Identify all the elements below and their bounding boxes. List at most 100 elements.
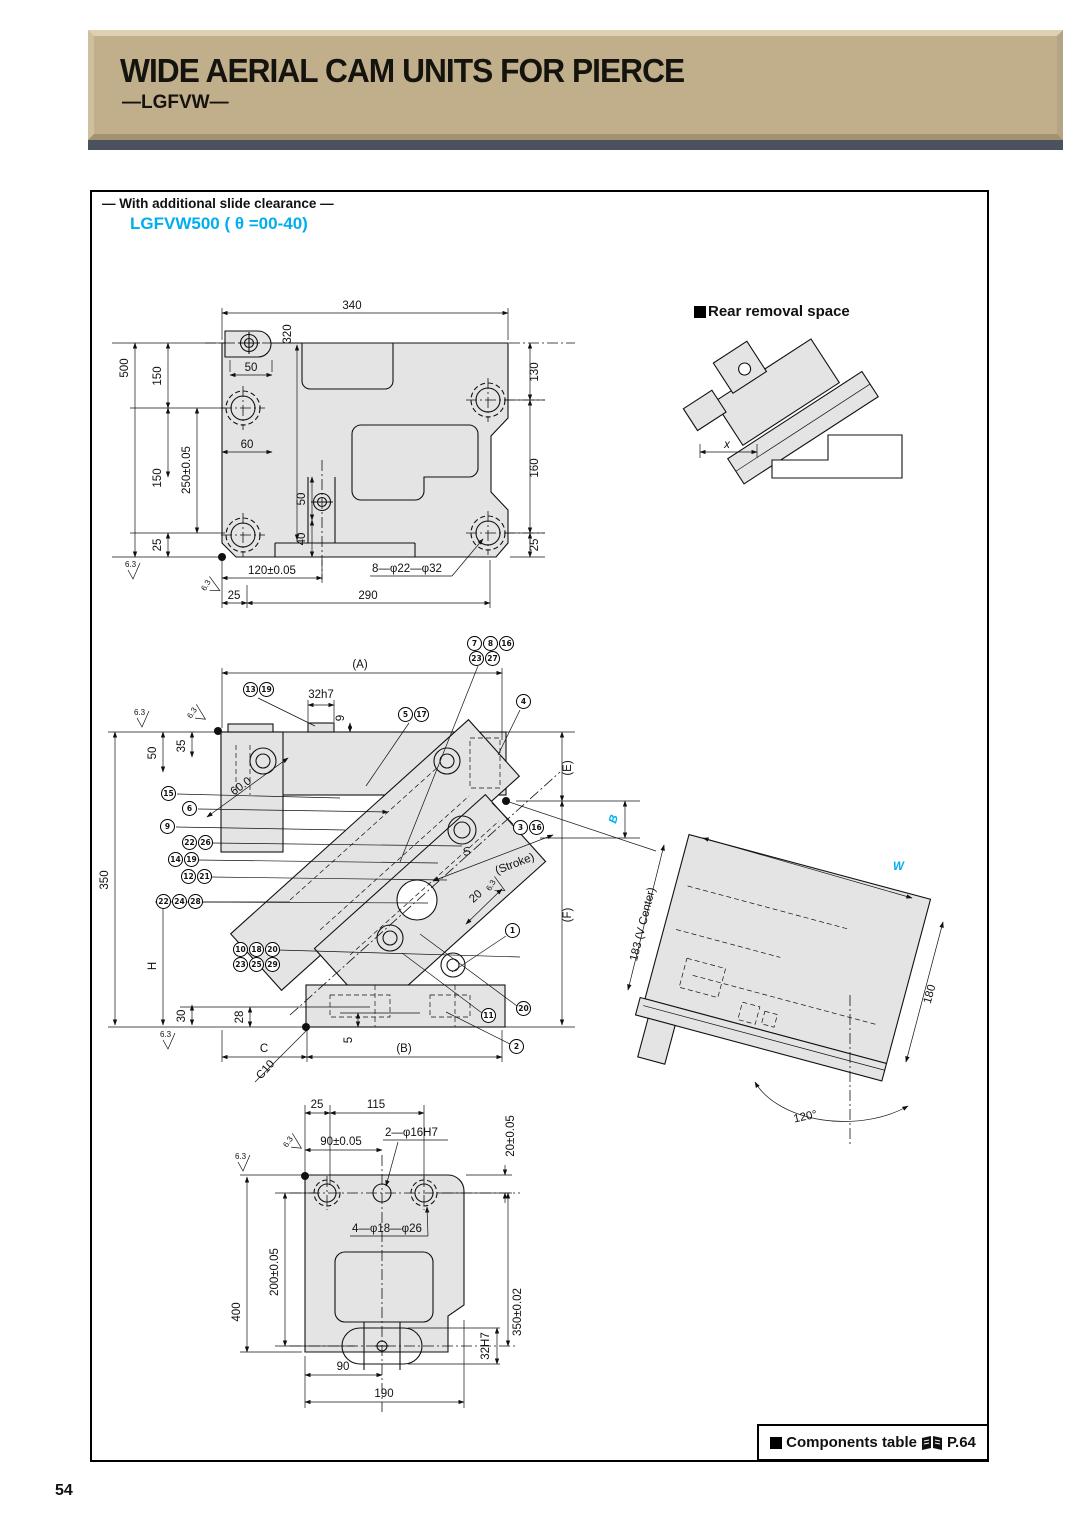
svg-text:320: 320 (282, 324, 294, 343)
svg-text:25: 25 (311, 1099, 324, 1111)
svg-text:250±0.05: 250±0.05 (181, 446, 193, 494)
svg-text:120°: 120° (792, 1109, 818, 1126)
page-ref: P.64 (946, 1434, 976, 1451)
svg-text:350: 350 (99, 870, 111, 889)
svg-text:28: 28 (234, 1011, 246, 1024)
svg-text:8—φ22—φ32: 8—φ22—φ32 (372, 563, 442, 575)
svg-text:130: 130 (529, 362, 541, 381)
svg-text:(E): (E) (562, 760, 574, 776)
part-number-balloon: 23 (233, 957, 248, 972)
svg-text:C: C (260, 1043, 268, 1055)
part-number-balloon: 19 (259, 682, 274, 697)
callout-15: 15 (161, 786, 176, 801)
top-plan-view: 340 320 50 60 50 40 500 150 250±0.05 150… (112, 300, 575, 608)
part-number-balloon: 22 (156, 894, 171, 909)
part-number-balloon: 4 (516, 694, 531, 709)
svg-text:30: 30 (176, 1010, 188, 1023)
part-number-balloon: 25 (249, 957, 264, 972)
part-number-balloon: 18 (249, 942, 264, 957)
clearance-note: — With additional slide clearance — (102, 196, 334, 211)
bottom-plan-view: 25 115 90±0.05 2—φ16H7 20±0.05 4—φ18—φ26… (231, 1099, 524, 1412)
callout-6: 6 (182, 801, 197, 816)
svg-text:5: 5 (343, 1037, 355, 1043)
callout-1: 1 (505, 923, 520, 938)
svg-text:(F): (F) (562, 907, 574, 922)
svg-text:120±0.05: 120±0.05 (248, 565, 296, 577)
callout-11: 11 (481, 1008, 496, 1023)
components-table-ref: Components table P.64 (757, 1424, 989, 1461)
svg-text:25: 25 (152, 539, 164, 552)
part-number-balloon: 17 (414, 707, 429, 722)
part-number-balloon: 19 (184, 852, 199, 867)
svg-text:290: 290 (358, 590, 377, 602)
components-table-label: Components table (786, 1434, 917, 1451)
part-number-balloon: 26 (198, 835, 213, 850)
svg-text:6.3: 6.3 (281, 1134, 295, 1149)
svg-text:200±0.05: 200±0.05 (269, 1248, 281, 1296)
callout-4: 4 (516, 694, 531, 709)
svg-text:50: 50 (245, 362, 258, 374)
part-number-balloon: 9 (160, 819, 175, 834)
page-subtitle: —LGFVW— (122, 92, 229, 113)
part-number-balloon: 3 (513, 820, 528, 835)
part-number-balloon: 2 (509, 1039, 524, 1054)
svg-text:400: 400 (231, 1302, 243, 1321)
svg-text:340: 340 (342, 300, 361, 312)
part-number-balloon: 29 (265, 957, 280, 972)
part-number-balloon: 12 (181, 869, 196, 884)
part-number-balloon: 6 (182, 801, 197, 816)
tilted-view: W 183 (V Center) 180 120° (627, 833, 944, 1145)
svg-text:60: 60 (241, 439, 254, 451)
svg-text:150: 150 (152, 366, 164, 385)
rear-removal-label: Rear removal space (708, 303, 850, 320)
svg-text:150: 150 (152, 468, 164, 487)
screw (376, 924, 404, 952)
part-number-balloon: 7 (467, 636, 482, 651)
square-bullet-icon (694, 305, 706, 318)
callout-2: 2 (509, 1039, 524, 1054)
part-number-balloon: 13 (243, 682, 258, 697)
page-title: WIDE AERIAL CAM UNITS FOR PIERCE (120, 52, 685, 89)
svg-text:180: 180 (922, 983, 939, 1005)
svg-text:B: B (607, 814, 621, 825)
svg-text:(A): (A) (352, 659, 368, 671)
page-number: 54 (55, 1482, 73, 1499)
svg-text:183 (V Center): 183 (V Center) (628, 886, 658, 962)
svg-text:50: 50 (147, 747, 159, 760)
svg-text:6.3: 6.3 (134, 708, 146, 717)
part-number-balloon: 28 (188, 894, 203, 909)
part-number-balloon: 15 (161, 786, 176, 801)
part-number-balloon: 27 (485, 651, 500, 666)
book-ref-icon (921, 1435, 942, 1450)
screw (238, 332, 260, 354)
part-number-balloon: 16 (529, 820, 544, 835)
rear-removal-heading: Rear removal space (694, 303, 850, 320)
svg-text:C10: C10 (254, 1058, 277, 1082)
part-number-balloon: 8 (483, 636, 498, 651)
header-banner: WIDE AERIAL CAM UNITS FOR PIERCE —LGFVW— (88, 30, 1063, 140)
bolt-hole (221, 386, 265, 430)
svg-text:32H7: 32H7 (480, 1332, 492, 1360)
svg-text:500: 500 (119, 358, 131, 377)
svg-text:35: 35 (176, 740, 188, 753)
part-number-balloon: 16 (499, 636, 514, 651)
svg-text:90±0.05: 90±0.05 (320, 1136, 362, 1148)
svg-text:9: 9 (335, 715, 347, 721)
rear-removal-view: x (682, 338, 903, 485)
svg-text:(B): (B) (396, 1043, 412, 1055)
part-number-balloon: 1 (505, 923, 520, 938)
svg-text:6.3: 6.3 (160, 1030, 172, 1039)
svg-text:6.3: 6.3 (185, 705, 199, 720)
header-rule (88, 140, 1063, 150)
